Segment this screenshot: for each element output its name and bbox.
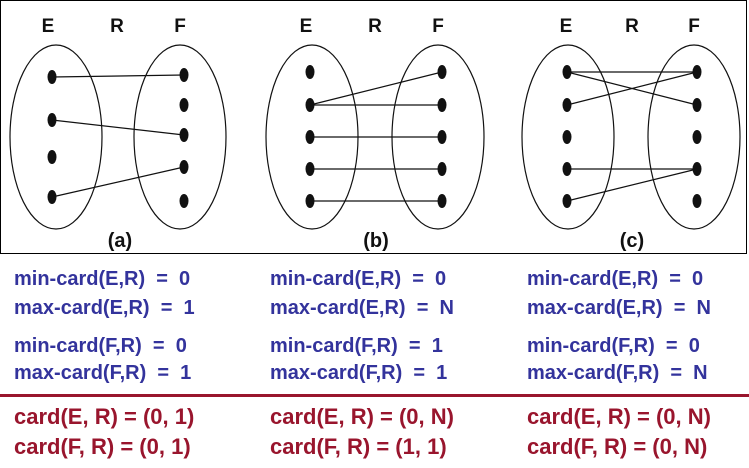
min-card-e-b: min-card(E,R) = 0 — [270, 268, 447, 290]
e-point-b-3 — [305, 162, 315, 176]
set-f-label-a: F — [174, 16, 186, 37]
link-a-1 — [51, 119, 185, 136]
f-point-c-4 — [692, 194, 702, 208]
panel-label-c: (c) — [620, 230, 644, 252]
e-point-b-0 — [305, 65, 315, 79]
separator-line — [0, 394, 749, 397]
link-c-4 — [566, 168, 698, 202]
diagram-frame — [0, 0, 747, 254]
f-point-b-3 — [437, 162, 447, 176]
panel-label-a: (a) — [108, 230, 132, 252]
set-e-ellipse-c — [521, 44, 615, 230]
card-e-b: card(E, R) = (0, N) — [270, 404, 454, 429]
e-point-a-0 — [47, 70, 57, 84]
f-point-a-3 — [179, 160, 189, 174]
e-point-c-2 — [562, 130, 572, 144]
panel-b: E R F (b) — [265, 16, 485, 252]
e-point-b-2 — [305, 130, 315, 144]
f-point-c-3 — [692, 162, 702, 176]
min-card-e-c: min-card(E,R) = 0 — [527, 268, 704, 290]
panel-c: E R F (c) — [521, 16, 741, 252]
max-card-e-a: max-card(E,R) = 1 — [14, 297, 195, 319]
panel-label-b: (b) — [363, 230, 389, 252]
set-f-ellipse-c — [647, 44, 741, 230]
f-point-b-2 — [437, 130, 447, 144]
card-f-b: card(F, R) = (1, 1) — [270, 434, 447, 459]
max-card-e-b: max-card(E,R) = N — [270, 297, 454, 319]
f-point-c-2 — [692, 130, 702, 144]
min-card-f-a: min-card(F,R) = 0 — [14, 335, 187, 357]
max-card-f-a: max-card(F,R) = 1 — [14, 362, 192, 384]
min-card-f-b: min-card(F,R) = 1 — [270, 335, 443, 357]
f-point-c-1 — [692, 98, 702, 112]
max-card-e-c: max-card(E,R) = N — [527, 297, 711, 319]
f-point-b-4 — [437, 194, 447, 208]
relation-label-b: R — [368, 16, 382, 37]
card-f-c: card(F, R) = (0, N) — [527, 434, 708, 459]
e-point-c-4 — [562, 194, 572, 208]
link-b-0 — [309, 71, 443, 106]
set-e-label-a: E — [42, 16, 55, 37]
link-a-0 — [51, 74, 185, 78]
e-point-a-1 — [47, 113, 57, 127]
set-e-label-b: E — [300, 16, 313, 37]
card-f-a: card(F, R) = (0, 1) — [14, 434, 191, 459]
f-point-a-4 — [179, 194, 189, 208]
e-point-c-1 — [562, 98, 572, 112]
f-point-a-1 — [179, 98, 189, 112]
set-f-label-b: F — [432, 16, 444, 37]
e-point-b-4 — [305, 194, 315, 208]
card-e-c: card(E, R) = (0, N) — [527, 404, 711, 429]
f-point-a-2 — [179, 128, 189, 142]
set-f-ellipse-a — [133, 44, 227, 230]
max-card-f-b: max-card(F,R) = 1 — [270, 362, 448, 384]
e-point-a-3 — [47, 190, 57, 204]
f-point-b-0 — [437, 65, 447, 79]
min-card-f-c: min-card(F,R) = 0 — [527, 335, 700, 357]
link-a-2 — [51, 166, 185, 198]
max-card-f-c: max-card(F,R) = N — [527, 362, 708, 384]
panel-a: E R F (a) — [9, 16, 227, 252]
set-e-ellipse-a — [9, 44, 103, 230]
e-point-b-1 — [305, 98, 315, 112]
card-e-a: card(E, R) = (0, 1) — [14, 404, 195, 429]
e-point-c-0 — [562, 65, 572, 79]
link-c-2 — [566, 71, 698, 106]
set-f-label-c: F — [688, 16, 700, 37]
mapping-diagrams: E R F (a) E R F (b) E R F (c) — [9, 16, 741, 252]
e-point-a-2 — [47, 150, 57, 164]
f-point-c-0 — [692, 65, 702, 79]
min-card-e-a: min-card(E,R) = 0 — [14, 268, 191, 290]
f-point-a-0 — [179, 68, 189, 82]
set-e-label-c: E — [560, 16, 573, 37]
relation-label-a: R — [110, 16, 124, 37]
e-point-c-3 — [562, 162, 572, 176]
relation-label-c: R — [625, 16, 639, 37]
f-point-b-1 — [437, 98, 447, 112]
